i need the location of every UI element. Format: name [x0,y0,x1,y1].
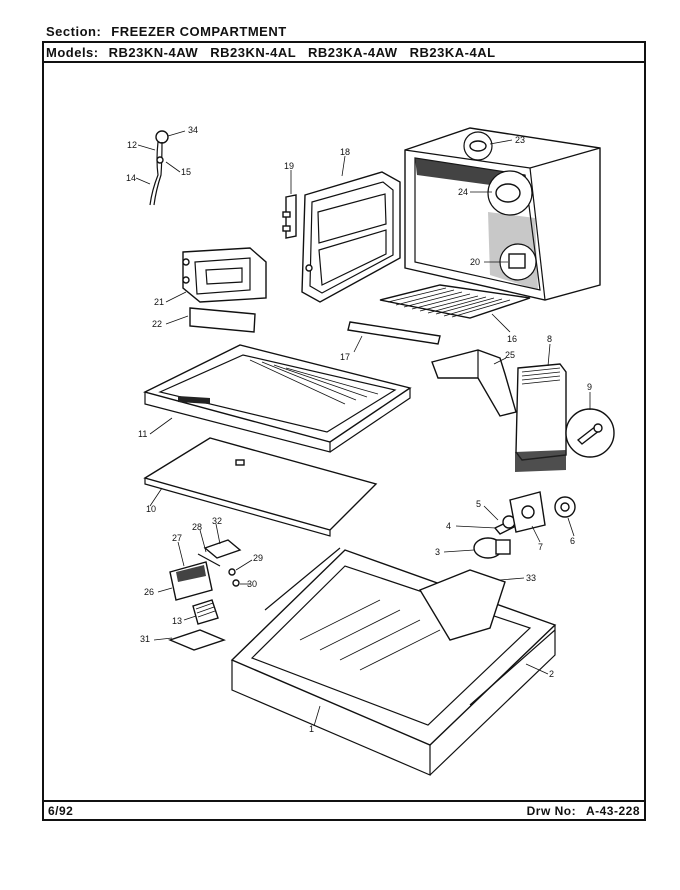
footer-date: 6/92 [48,804,74,818]
callout-21: 21 [154,297,164,307]
footer-drawing-number: Drw No: A-43-228 [527,804,640,818]
models-label: Models: [46,45,99,60]
callout-25: 25 [505,350,515,360]
callout-22: 22 [152,319,162,329]
callout-23: 23 [515,135,525,145]
callout-13: 13 [172,616,182,626]
callout-34: 34 [188,125,198,135]
footer-divider [42,800,646,802]
section-label: Section: [46,24,102,39]
callout-5: 5 [476,499,481,509]
part-freezer-door [301,171,401,303]
part-damper-housing [169,561,213,601]
drawing-label: Drw No: [526,804,577,818]
callout-27: 27 [172,533,182,543]
part-door-hinge [282,194,297,239]
callout-8: 8 [547,334,552,344]
models-header: Models: RB23KN-4AW RB23KN-4AL RB23KA-4AW … [46,45,496,60]
callout-7: 7 [538,542,543,552]
drawing-number: A-43-228 [585,804,640,818]
callout-24: 24 [458,187,468,197]
part-bottom-panel [143,437,378,537]
callout-10: 10 [146,504,156,514]
callout-2: 2 [549,669,554,679]
models-value: RB23KN-4AW RB23KN-4AL RB23KA-4AW RB23KA-… [108,45,496,60]
callout-18: 18 [340,147,350,157]
callout-26: 26 [144,587,154,597]
part-air-duct [431,349,517,417]
part-switch-parts [197,539,242,587]
callout-1: 1 [309,724,314,734]
callout-11: 11 [138,429,147,439]
callout-32: 32 [212,516,222,526]
part-grille-frame [168,629,226,651]
callout-17: 17 [340,352,350,362]
part-screw [565,408,615,458]
drawing-frame [42,41,646,821]
callout-15: 15 [181,167,191,177]
header-divider [42,61,646,63]
leader-lines [135,130,591,727]
callout-29: 29 [253,553,263,563]
part-control-housing [182,247,267,303]
part-grommet [554,496,576,518]
part-wire-shelf [379,284,531,319]
callout-31: 31 [140,634,150,644]
part-grille [192,599,219,625]
callout-4: 4 [446,521,451,531]
part-liner-base [230,547,557,776]
section-value: FREEZER COMPARTMENT [111,24,287,39]
callout-19: 19 [284,161,294,171]
callout-16: 16 [507,334,517,344]
callout-9: 9 [587,382,592,392]
callout-33: 33 [526,573,536,583]
callout-6: 6 [570,536,575,546]
part-evaporator-cover [515,363,567,472]
part-motor-bracket [509,491,546,533]
section-header: Section: FREEZER COMPARTMENT [46,24,287,39]
exploded-parts-diagram: 34 12 15 14 18 19 23 24 20 21 22 17 16 2… [126,125,615,776]
callout-14: 14 [126,173,136,183]
callout-28: 28 [192,522,202,532]
part-cover-plate [189,307,256,333]
callout-3: 3 [435,547,440,557]
part-shelf-rail [347,321,441,345]
part-fan-motor [473,515,522,559]
callout-20: 20 [470,257,480,267]
part-freezer-floor [143,344,412,453]
part-cabinet [404,127,601,301]
part-hose-assembly [149,130,169,206]
callout-12: 12 [127,140,137,150]
callout-30: 30 [247,579,257,589]
callout-labels: 34 12 15 14 18 19 23 24 20 21 22 17 16 2… [126,125,592,734]
